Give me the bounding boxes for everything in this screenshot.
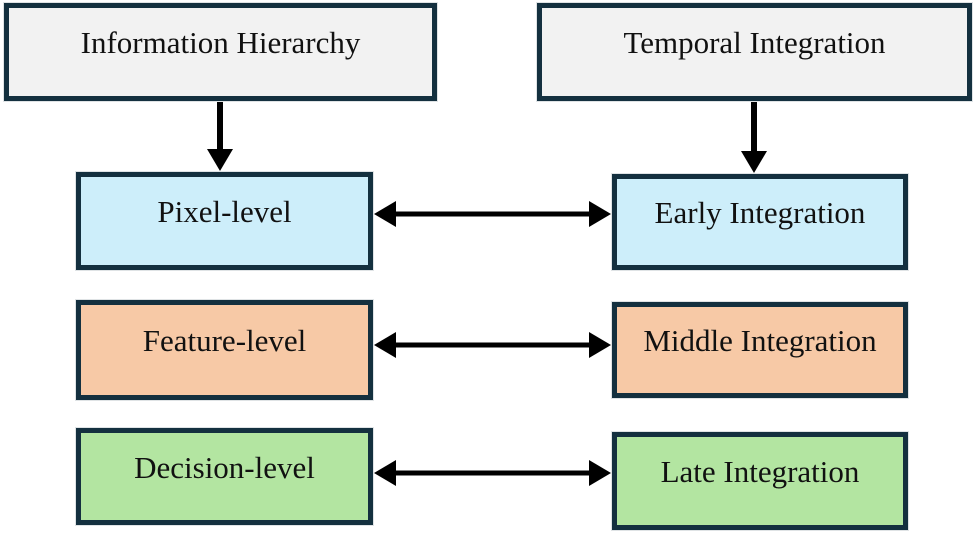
node-label: Late Integration <box>660 454 860 489</box>
node-label: Information Hierarchy <box>80 25 361 60</box>
node-feature-level: Feature-level <box>76 300 373 400</box>
node-pixel-level: Pixel-level <box>76 172 373 270</box>
double-arrow-row2-icon <box>374 332 611 358</box>
down-arrow-left-icon <box>207 101 233 171</box>
double-arrow-row1-icon <box>374 201 611 227</box>
node-label: Temporal Integration <box>623 25 886 60</box>
node-label: Middle Integration <box>643 323 877 358</box>
node-late-integration: Late Integration <box>612 432 908 530</box>
node-temporal-integration: Temporal Integration <box>537 3 972 101</box>
down-arrow-right-icon <box>741 101 767 173</box>
node-label: Feature-level <box>142 323 307 358</box>
node-label: Pixel-level <box>157 194 292 229</box>
node-early-integration: Early Integration <box>612 174 908 270</box>
node-decision-level: Decision-level <box>76 428 373 525</box>
double-arrow-row3-icon <box>374 460 611 486</box>
node-middle-integration: Middle Integration <box>612 302 908 398</box>
node-label: Early Integration <box>654 195 866 230</box>
node-information-hierarchy: Information Hierarchy <box>4 3 437 101</box>
node-label: Decision-level <box>134 449 315 485</box>
